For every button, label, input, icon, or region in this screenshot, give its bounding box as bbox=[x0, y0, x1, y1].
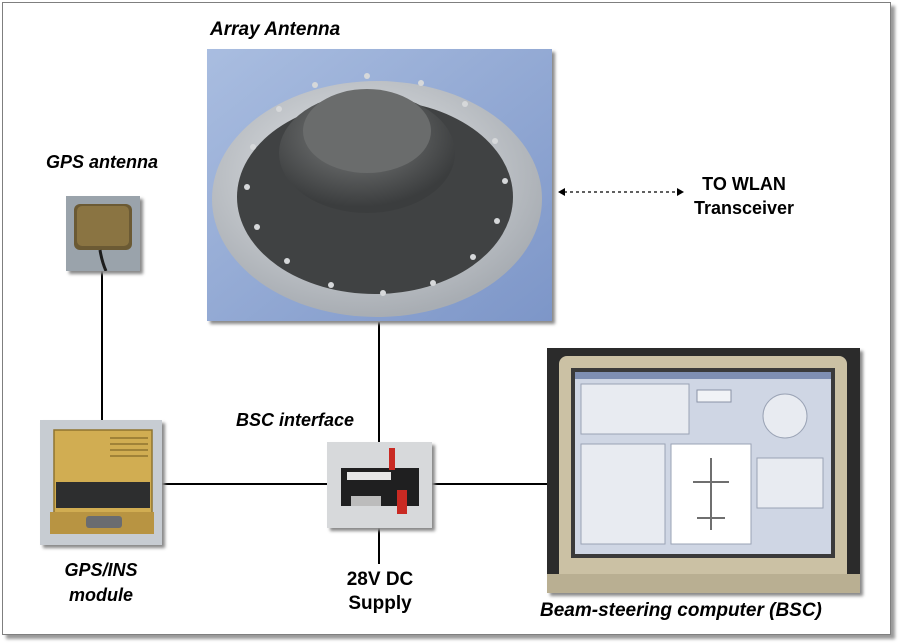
supply-label: 28V DC Supply bbox=[322, 568, 438, 616]
wlan-label-line1: TO WLAN bbox=[702, 174, 786, 194]
connector-interface-to-supply bbox=[378, 528, 380, 564]
supply-label-line2: Supply bbox=[348, 593, 412, 614]
array-antenna-label: Array Antenna bbox=[210, 19, 341, 40]
gps-ins-module-photo bbox=[40, 420, 162, 545]
connector-gps-antenna-to-module bbox=[101, 270, 103, 420]
wlan-label: TO WLAN Transceiver bbox=[684, 172, 804, 220]
wlan-label-line2: Transceiver bbox=[693, 198, 795, 218]
connector-module-to-interface bbox=[162, 483, 327, 485]
array-antenna-photo bbox=[207, 49, 552, 321]
gps-ins-module-label: GPS/INS module bbox=[40, 558, 162, 608]
gps-ins-label-line2: module bbox=[68, 585, 133, 605]
connector-antenna-to-interface bbox=[378, 322, 380, 442]
bsc-interface-label: BSC interface bbox=[236, 410, 355, 430]
bsc-computer-photo bbox=[547, 348, 860, 593]
wlan-link-arrow bbox=[558, 188, 684, 196]
supply-label-line1: 28V DC bbox=[346, 569, 414, 590]
bsc-computer-label: Beam-steering computer (BSC) bbox=[540, 600, 822, 621]
connector-interface-to-computer bbox=[432, 483, 550, 485]
gps-ins-label-line1: GPS/INS bbox=[64, 560, 138, 580]
bsc-interface-photo bbox=[327, 442, 432, 528]
gps-antenna-label: GPS antenna bbox=[46, 152, 159, 172]
gps-antenna-photo bbox=[66, 196, 140, 271]
